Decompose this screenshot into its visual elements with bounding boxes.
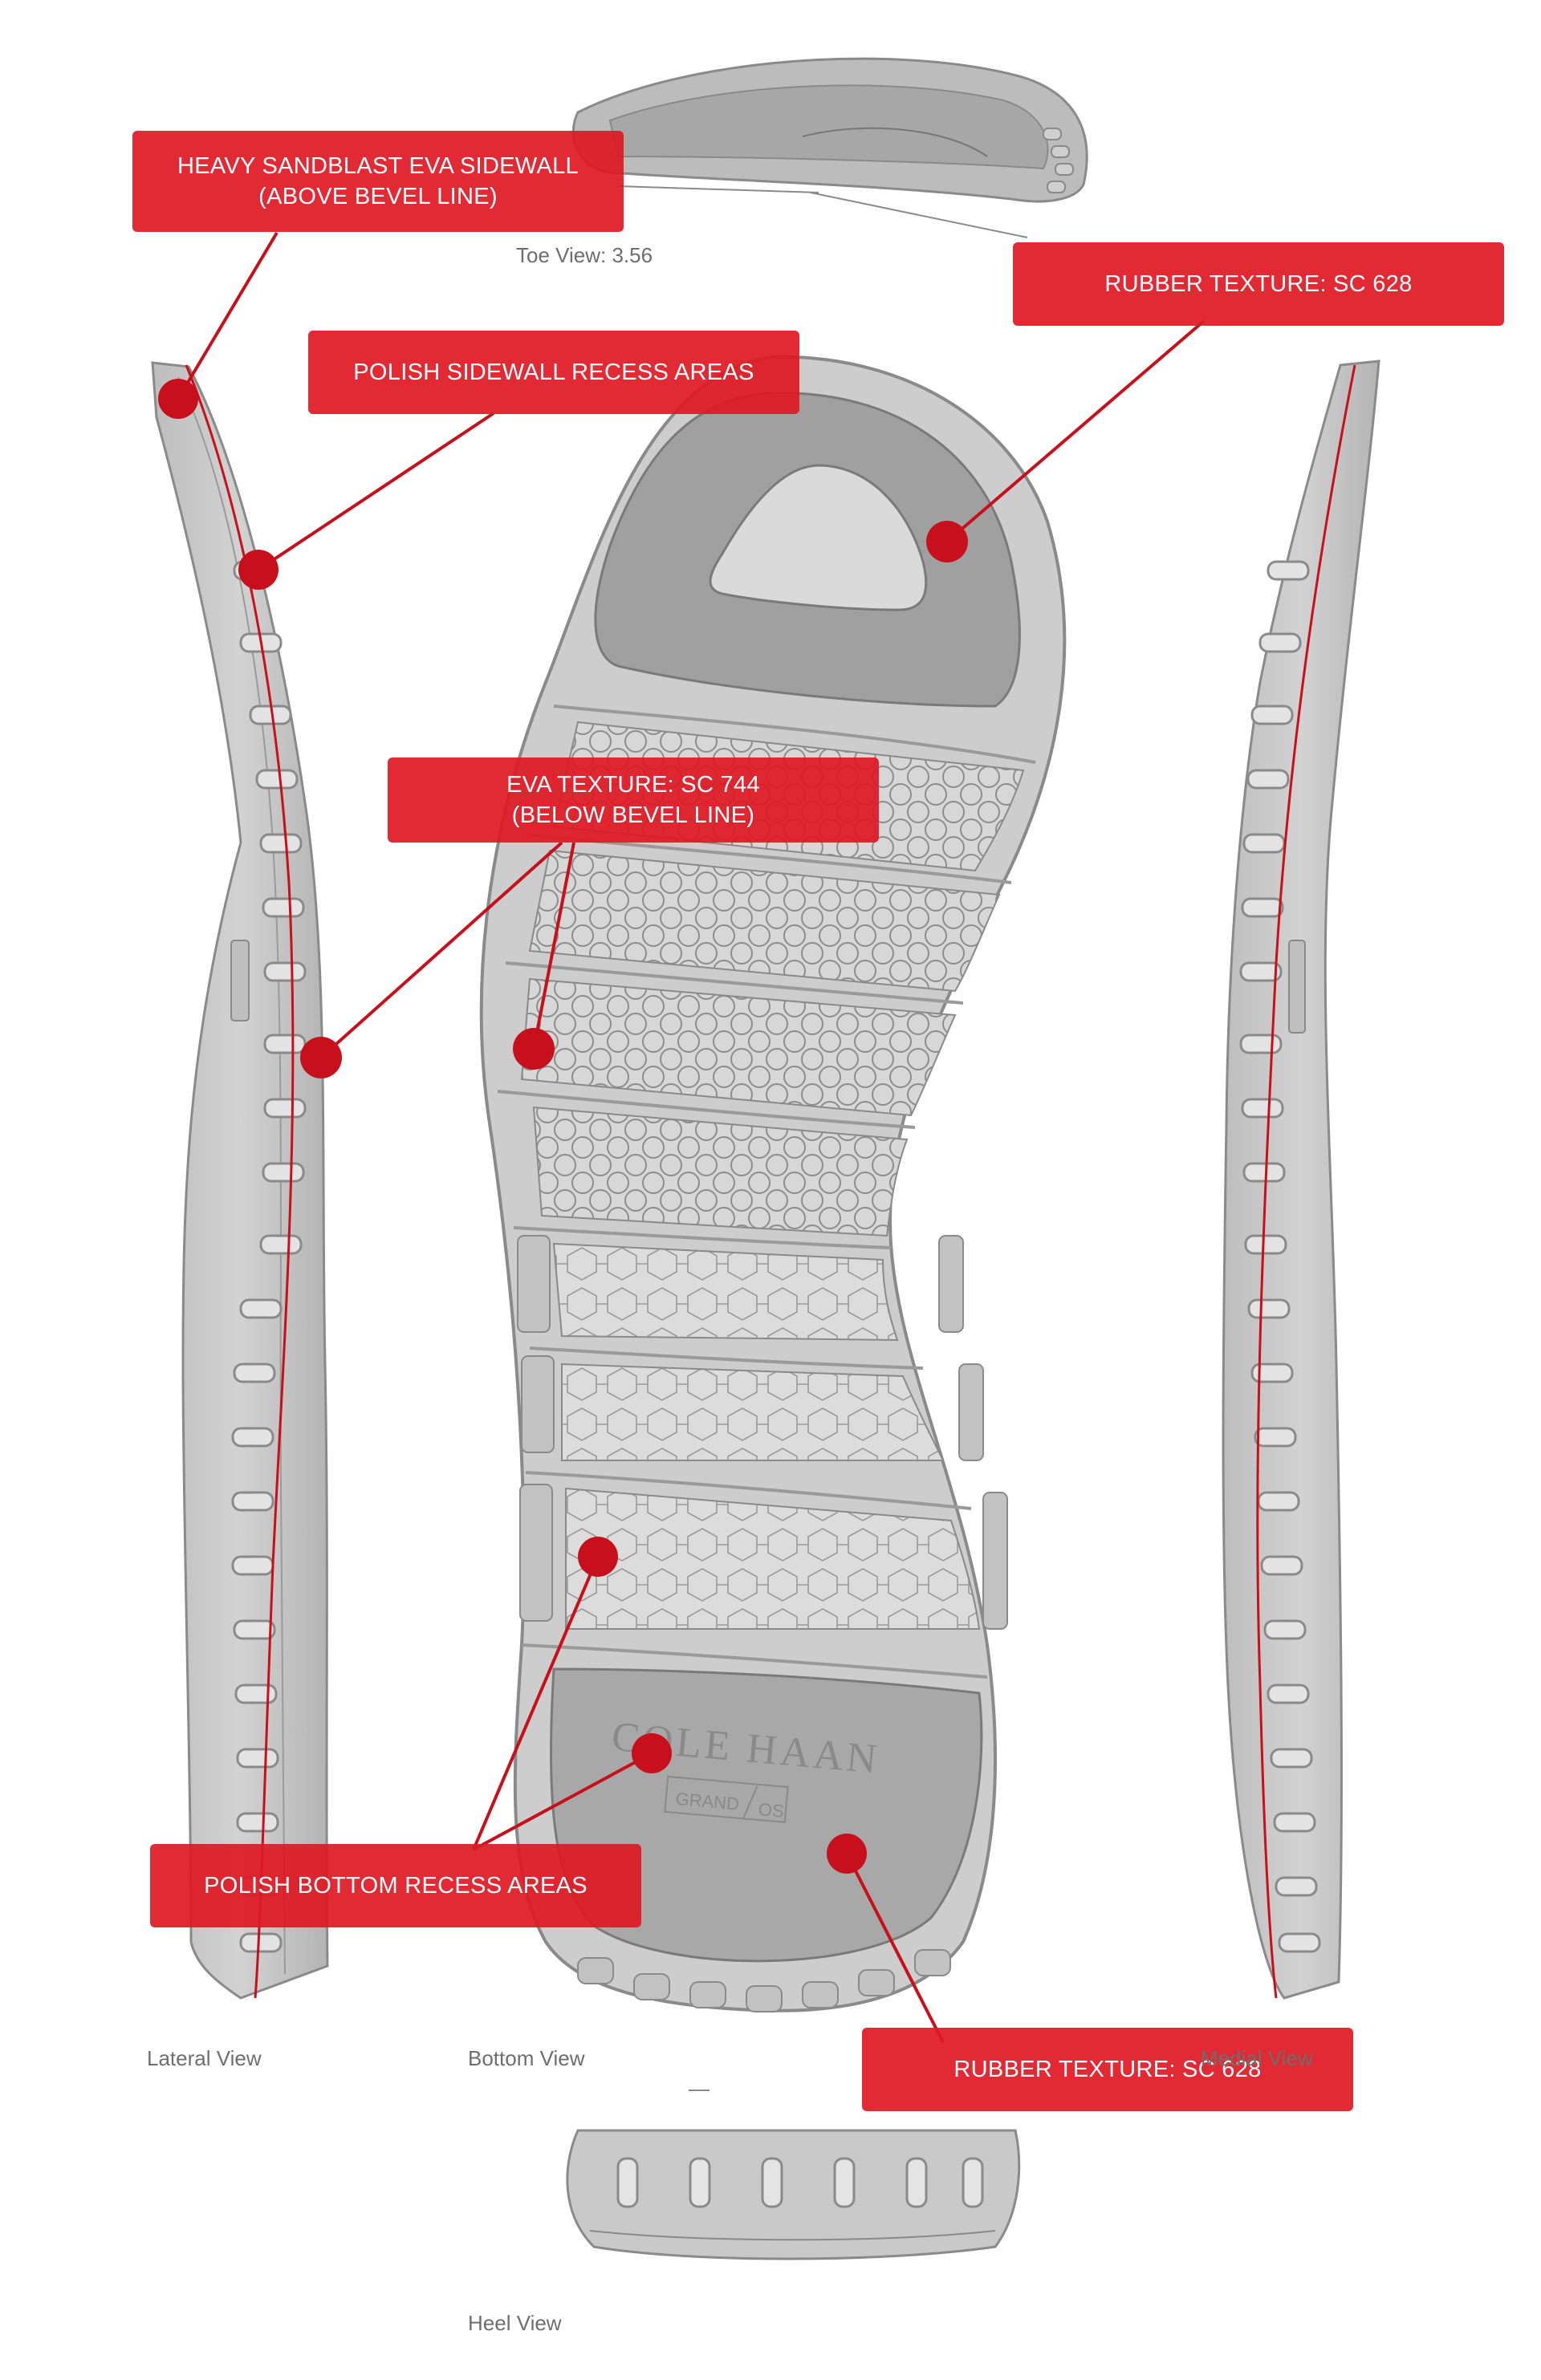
logo-sub-right: OS	[758, 1799, 785, 1822]
heel-view-drawing	[566, 2090, 1021, 2260]
lateral-view-label: Lateral View	[147, 2046, 262, 2070]
heel-view-label: Heel View	[468, 2311, 562, 2335]
callout-rubber-texture-bottom-line1: RUBBER TEXTURE: SC 628	[953, 2057, 1262, 2082]
callout-polish-sidewall-line1: POLISH SIDEWALL RECESS AREAS	[353, 359, 754, 385]
callout-eva-texture-line1: EVA TEXTURE: SC 744	[506, 772, 760, 798]
callout-rubber-texture-top-line1: RUBBER TEXTURE: SC 628	[1104, 271, 1413, 297]
callout-polish-sidewall-recess: POLISH SIDEWALL RECESS AREAS	[308, 331, 799, 414]
bottom-view-label: Bottom View	[468, 2046, 585, 2070]
callout-rubber-texture-bottom: RUBBER TEXTURE: SC 628	[862, 2028, 1353, 2111]
callout-eva-texture: EVA TEXTURE: SC 744 (BELOW BEVEL LINE)	[388, 757, 879, 843]
callout-polish-bottom-recess: POLISH BOTTOM RECESS AREAS	[150, 1844, 641, 1927]
medial-view-label: Medial View	[1201, 2046, 1313, 2070]
callout-rubber-texture-top: RUBBER TEXTURE: SC 628	[1013, 242, 1504, 326]
bottom-view-drawing: COLE HAAN GRAND OS	[479, 355, 1067, 2012]
callout-heavy-sandblast-line2: (ABOVE BEVEL LINE)	[258, 184, 498, 209]
toe-view-drawing	[571, 57, 1088, 238]
lateral-view-drawing	[151, 361, 329, 2000]
medial-view-drawing	[1222, 359, 1380, 2000]
leader-dots	[158, 379, 968, 1874]
toe-view-label: Toe View: 3.56	[516, 243, 653, 267]
callout-eva-texture-line2: (BELOW BEVEL LINE)	[511, 802, 755, 828]
callout-polish-bottom-line1: POLISH BOTTOM RECESS AREAS	[204, 1873, 588, 1899]
callout-heavy-sandblast-line1: HEAVY SANDBLAST EVA SIDEWALL	[177, 153, 579, 179]
callout-heavy-sandblast-eva-sidewall: HEAVY SANDBLAST EVA SIDEWALL (ABOVE BEVE…	[132, 131, 624, 232]
leader-lines	[177, 231, 1206, 2043]
